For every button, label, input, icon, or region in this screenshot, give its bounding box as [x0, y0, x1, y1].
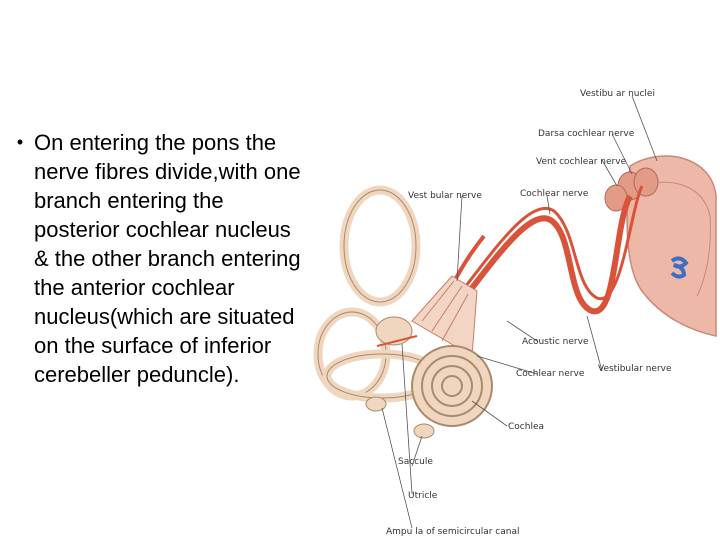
- label-utricle: Utricle: [408, 491, 438, 501]
- label-ventral-cochlear-nerve: Vent cochlear nerve: [536, 157, 627, 167]
- label-saccule: Saccule: [398, 457, 433, 467]
- nucleus-middle: [633, 167, 659, 197]
- label-vestibular-nuclei: Vestibu ar nuclei: [580, 89, 655, 99]
- brainstem-contour: [641, 181, 711, 297]
- leader-lines: [381, 95, 658, 529]
- nerve-fan: [411, 275, 478, 357]
- label-dorsal-cochlear-nerve: Darsa cochlear nerve: [538, 129, 635, 139]
- ampulla-body: [365, 396, 387, 412]
- bullet-list: • On entering the pons the nerve fibres …: [6, 128, 306, 389]
- label-vestibular-nerve-bottom: Vestibular nerve: [598, 364, 672, 374]
- label-cochlea: Cochlea: [508, 422, 544, 432]
- bullet-dot-icon: •: [16, 132, 24, 152]
- label-ampulla: Ampu la of semicircular canal: [386, 527, 519, 537]
- nerve-fibres: [421, 280, 469, 342]
- cochlea-outer: [411, 345, 493, 427]
- ear-nerve-diagram: Vestibu ar nuclei Darsa cochlear nerve V…: [312, 86, 718, 540]
- utricle-body: [375, 316, 413, 346]
- bullet-item: • On entering the pons the nerve fibres …: [6, 128, 306, 389]
- cochlea-turn-2: [431, 365, 473, 407]
- label-cochlear-nerve-bottom: Cochlear nerve: [516, 369, 585, 379]
- nucleus-blue: [670, 256, 689, 279]
- cochlea-turn-3: [441, 375, 463, 397]
- saccule-body: [413, 423, 435, 439]
- label-vestibular-nerve-top: Vest bular nerve: [408, 191, 482, 201]
- label-cochlear-nerve-top: Cochlear nerve: [520, 189, 589, 199]
- cochlea-turn-1: [421, 355, 483, 417]
- bullet-text: On entering the pons the nerve fibres di…: [34, 130, 301, 387]
- ear-nerve-illustration: Vestibu ar nuclei Darsa cochlear nerve V…: [313, 89, 717, 537]
- canal-superior-outline: [343, 189, 417, 303]
- vestibular-fibres: [376, 335, 418, 347]
- label-acoustic-nerve: Acoustic nerve: [522, 337, 589, 347]
- acoustic-nerve-main: [459, 194, 633, 315]
- cochlear-branch: [460, 185, 644, 300]
